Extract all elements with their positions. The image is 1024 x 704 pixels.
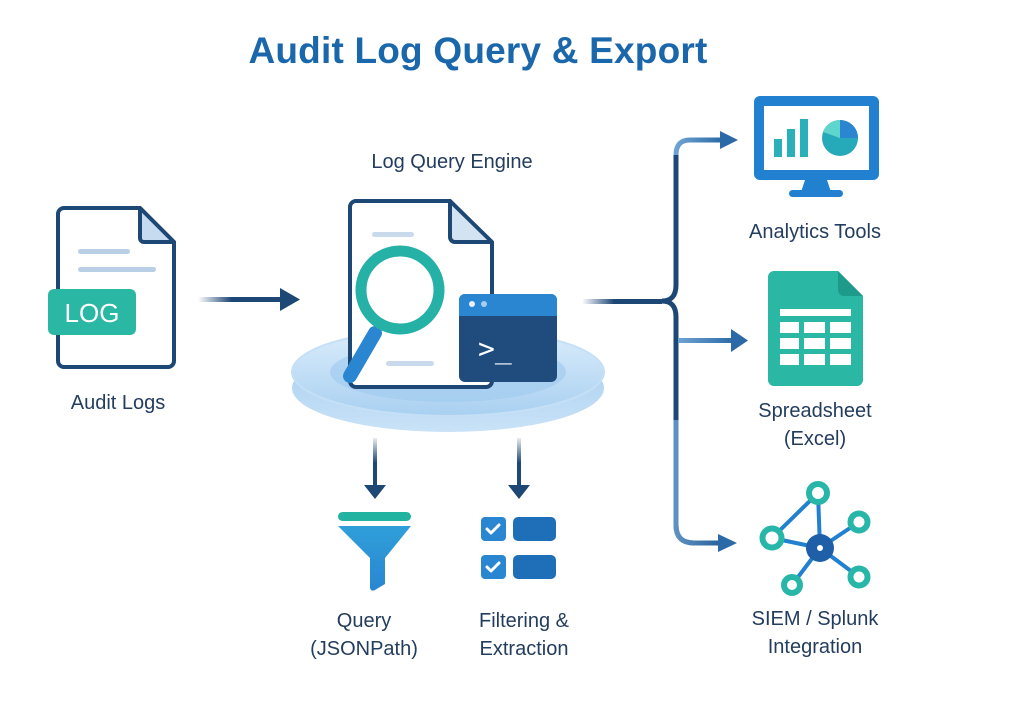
audit-logs-label: Audit Logs [70,392,166,414]
search-document-icon [343,199,494,389]
log-badge: LOG [65,298,120,328]
analytics-tools-node[interactable] [754,96,879,197]
filtering-label-line2: Extraction [479,638,569,660]
arrow-engine-to-analytics [720,131,738,149]
network-hub-icon [759,481,871,596]
siem-label: SIEM / Splunk Integration [752,605,879,661]
arrow-engine-to-spreadsheet [678,329,748,352]
arrow-engine-to-filtering [508,438,530,499]
monitor-chart-icon [754,96,879,197]
query-jsonpath-node[interactable] [338,512,411,591]
siem-label-line1: SIEM / Splunk [751,608,879,630]
query-label-line2: (JSONPath) [310,638,418,660]
spreadsheet-label-line2: (Excel) [783,428,847,450]
spreadsheet-excel-node[interactable] [768,271,863,386]
filtering-label: Filtering & Extraction [479,607,569,663]
query-label-line1: Query [336,610,392,632]
terminal-window-icon: >_ [459,294,557,382]
spreadsheet-icon [768,271,863,386]
terminal-prompt: >_ [478,332,512,366]
checklist-grid-icon [481,517,556,579]
log-query-engine-node[interactable]: >_ [291,199,605,432]
diagram-title: Audit Log Query & Export [248,30,708,71]
audit-logs-node[interactable]: LOG [48,206,176,369]
funnel-icon [338,512,411,591]
branch-connector [582,137,722,546]
arrow-engine-to-siem [718,534,737,552]
spreadsheet-label: Spreadsheet (Excel) [758,397,871,453]
filtering-extraction-node[interactable] [481,517,556,579]
spreadsheet-label-line1: Spreadsheet [758,400,872,422]
siem-label-line2: Integration [767,636,863,658]
query-label: Query (JSONPath) [310,607,418,663]
filtering-label-line1: Filtering & [478,610,570,632]
log-query-engine-label: Log Query Engine [371,151,533,173]
siem-splunk-node[interactable] [759,481,871,596]
analytics-tools-label: Analytics Tools [749,221,881,243]
log-file-icon: LOG [48,206,176,369]
arrow-engine-to-query [364,438,386,499]
arrow-logs-to-engine [198,288,300,311]
